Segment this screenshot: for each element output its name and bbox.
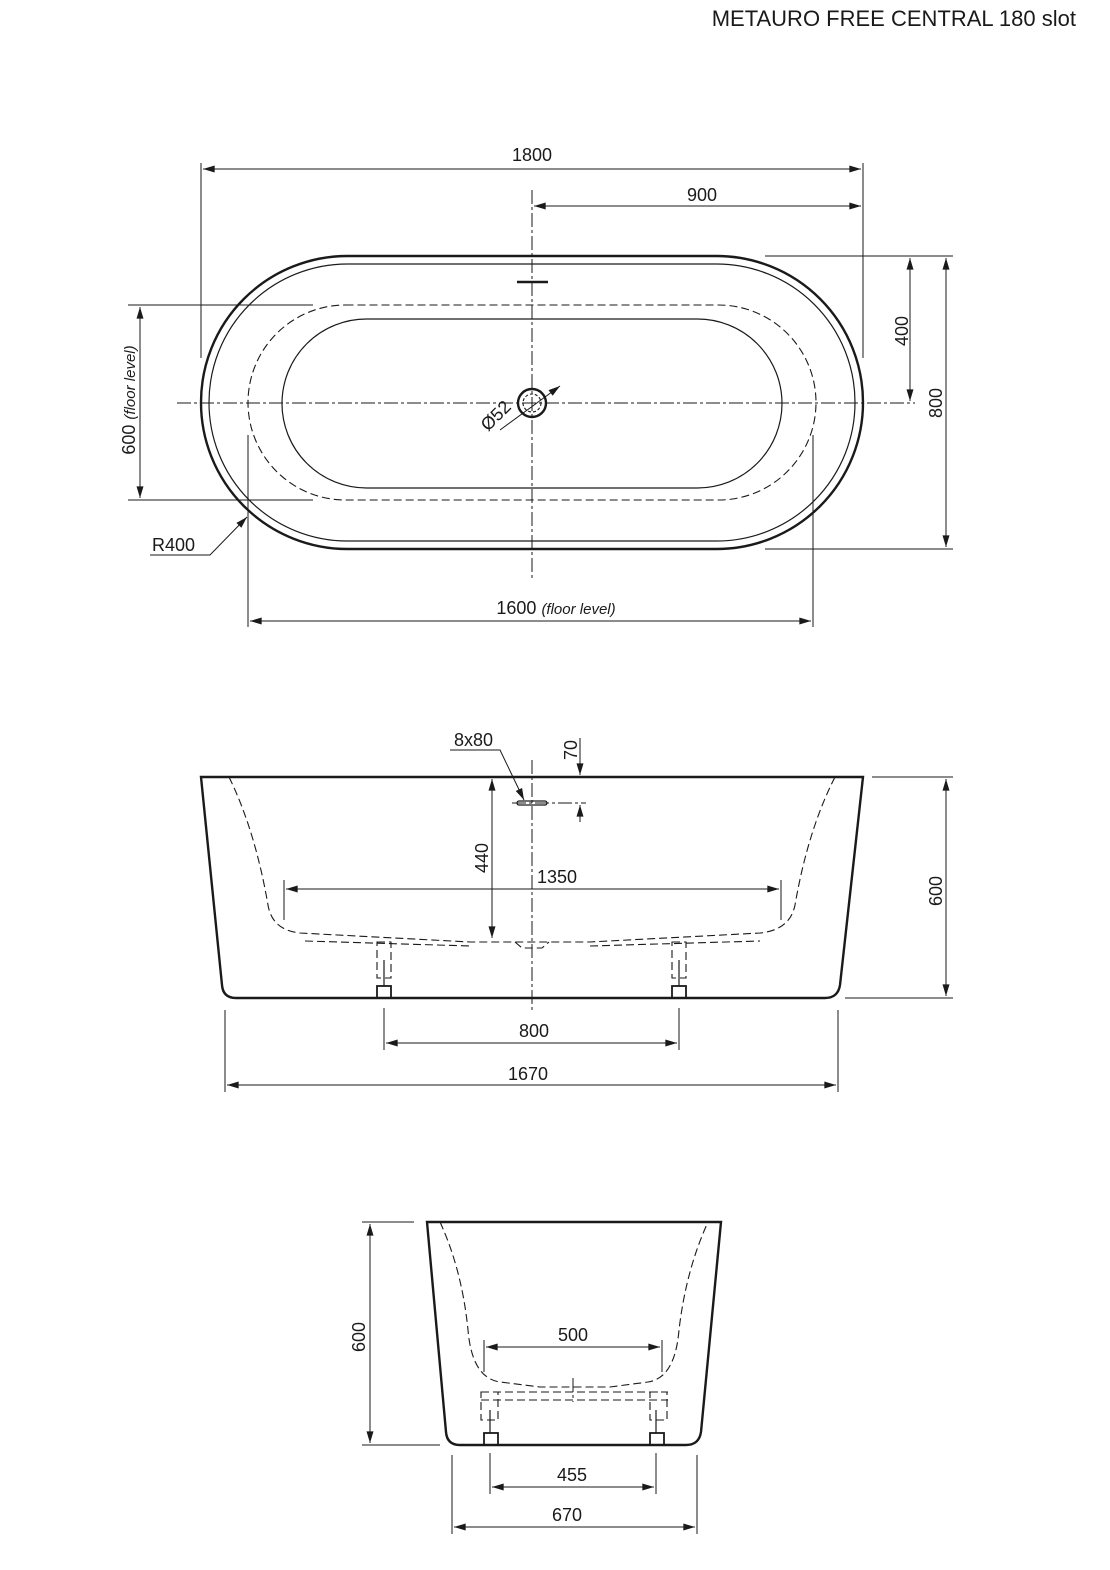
inner-length-label: 1350	[537, 867, 577, 887]
top-view: Ø52 1800 900 400 800 600 (floor level) 1…	[119, 145, 953, 627]
end-inner-dashed	[439, 1221, 709, 1388]
width-label: 800	[926, 388, 946, 418]
end-feet-spacing-label: 455	[557, 1465, 587, 1485]
feet-spacing-label: 800	[519, 1021, 549, 1041]
foot-right	[671, 941, 687, 999]
side-outline	[199, 775, 865, 1000]
base-width-label: 670	[552, 1505, 582, 1525]
overflow-slot	[516, 800, 548, 806]
overflow-size-label: 8x80	[454, 730, 493, 750]
end-height-label: 600	[349, 1322, 369, 1352]
inner-width-label: 500	[558, 1325, 588, 1345]
floor-length-label: 1600 (floor level)	[496, 598, 615, 618]
drawing-title: METAURO FREE CENTRAL 180 slot	[711, 6, 1076, 31]
drain-diameter-label: Ø52	[477, 397, 515, 435]
radius-label: R400	[152, 535, 195, 555]
floor-width-label: 600 (floor level)	[119, 345, 139, 454]
half-length-label: 900	[687, 185, 717, 205]
height-label: 600	[926, 876, 946, 906]
depth-label: 440	[472, 843, 492, 873]
radius-leader	[150, 516, 248, 556]
base-length-label: 1670	[508, 1064, 548, 1084]
side-view: 8x80 70 440 1350 600 800 1670	[199, 730, 953, 1092]
end-foot-left	[483, 1410, 499, 1446]
foot-left	[376, 941, 392, 999]
end-foot-right	[649, 1410, 665, 1446]
length-label: 1800	[512, 145, 552, 165]
overflow-offset-label: 70	[561, 740, 581, 760]
end-view: 600 500 455 670	[349, 1220, 723, 1534]
drain-icon	[499, 385, 561, 431]
side-inner-dashed	[228, 776, 836, 943]
end-outline	[425, 1220, 723, 1447]
half-width-label: 400	[892, 316, 912, 346]
